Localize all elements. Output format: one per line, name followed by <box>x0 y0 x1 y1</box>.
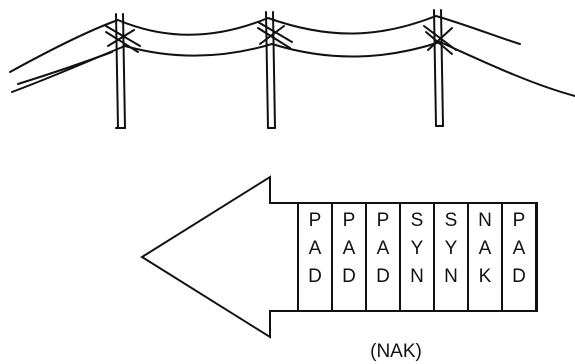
frame-char-c1-r2: A <box>309 238 322 259</box>
frame-char-c3-r3: D <box>376 266 390 287</box>
frame-char-c6-r1: N <box>478 210 492 231</box>
wire-upper <box>9 15 521 73</box>
telephone-line-illustration <box>9 9 575 129</box>
frame-char-c6-r3: K <box>479 266 492 287</box>
wire-lower <box>11 41 575 97</box>
frame-char-c5-r3: N <box>444 266 458 287</box>
frame-char-c2-r2: A <box>343 238 356 259</box>
frame-char-c4-r2: Y <box>411 238 424 259</box>
frame-char-c7-r3: D <box>512 266 526 287</box>
frame-char-c5-r1: S <box>445 210 458 231</box>
frame-char-c3-r1: P <box>377 210 390 231</box>
frame-char-c1-r3: D <box>308 266 322 287</box>
frame-char-c2-r3: D <box>342 266 356 287</box>
frame-char-c1-r1: P <box>309 210 322 231</box>
frame-char-c5-r2: Y <box>445 238 458 259</box>
frame-char-c6-r2: A <box>479 238 492 259</box>
utility-pole-3 <box>423 9 457 127</box>
utility-pole-2 <box>257 11 293 129</box>
wire-left-extra <box>17 51 113 85</box>
utility-pole-1 <box>105 13 141 129</box>
frame-column-7 <box>501 202 537 312</box>
frame-char-c4-r3: N <box>410 266 424 287</box>
frame-char-c4-r1: S <box>411 210 424 231</box>
frame-char-c7-r1: P <box>513 210 526 231</box>
frame-char-c3-r2: A <box>377 238 390 259</box>
frame-char-c7-r2: A <box>513 238 526 259</box>
frame-char-c2-r1: P <box>343 210 356 231</box>
frame-caption: (NAK) <box>370 341 422 362</box>
